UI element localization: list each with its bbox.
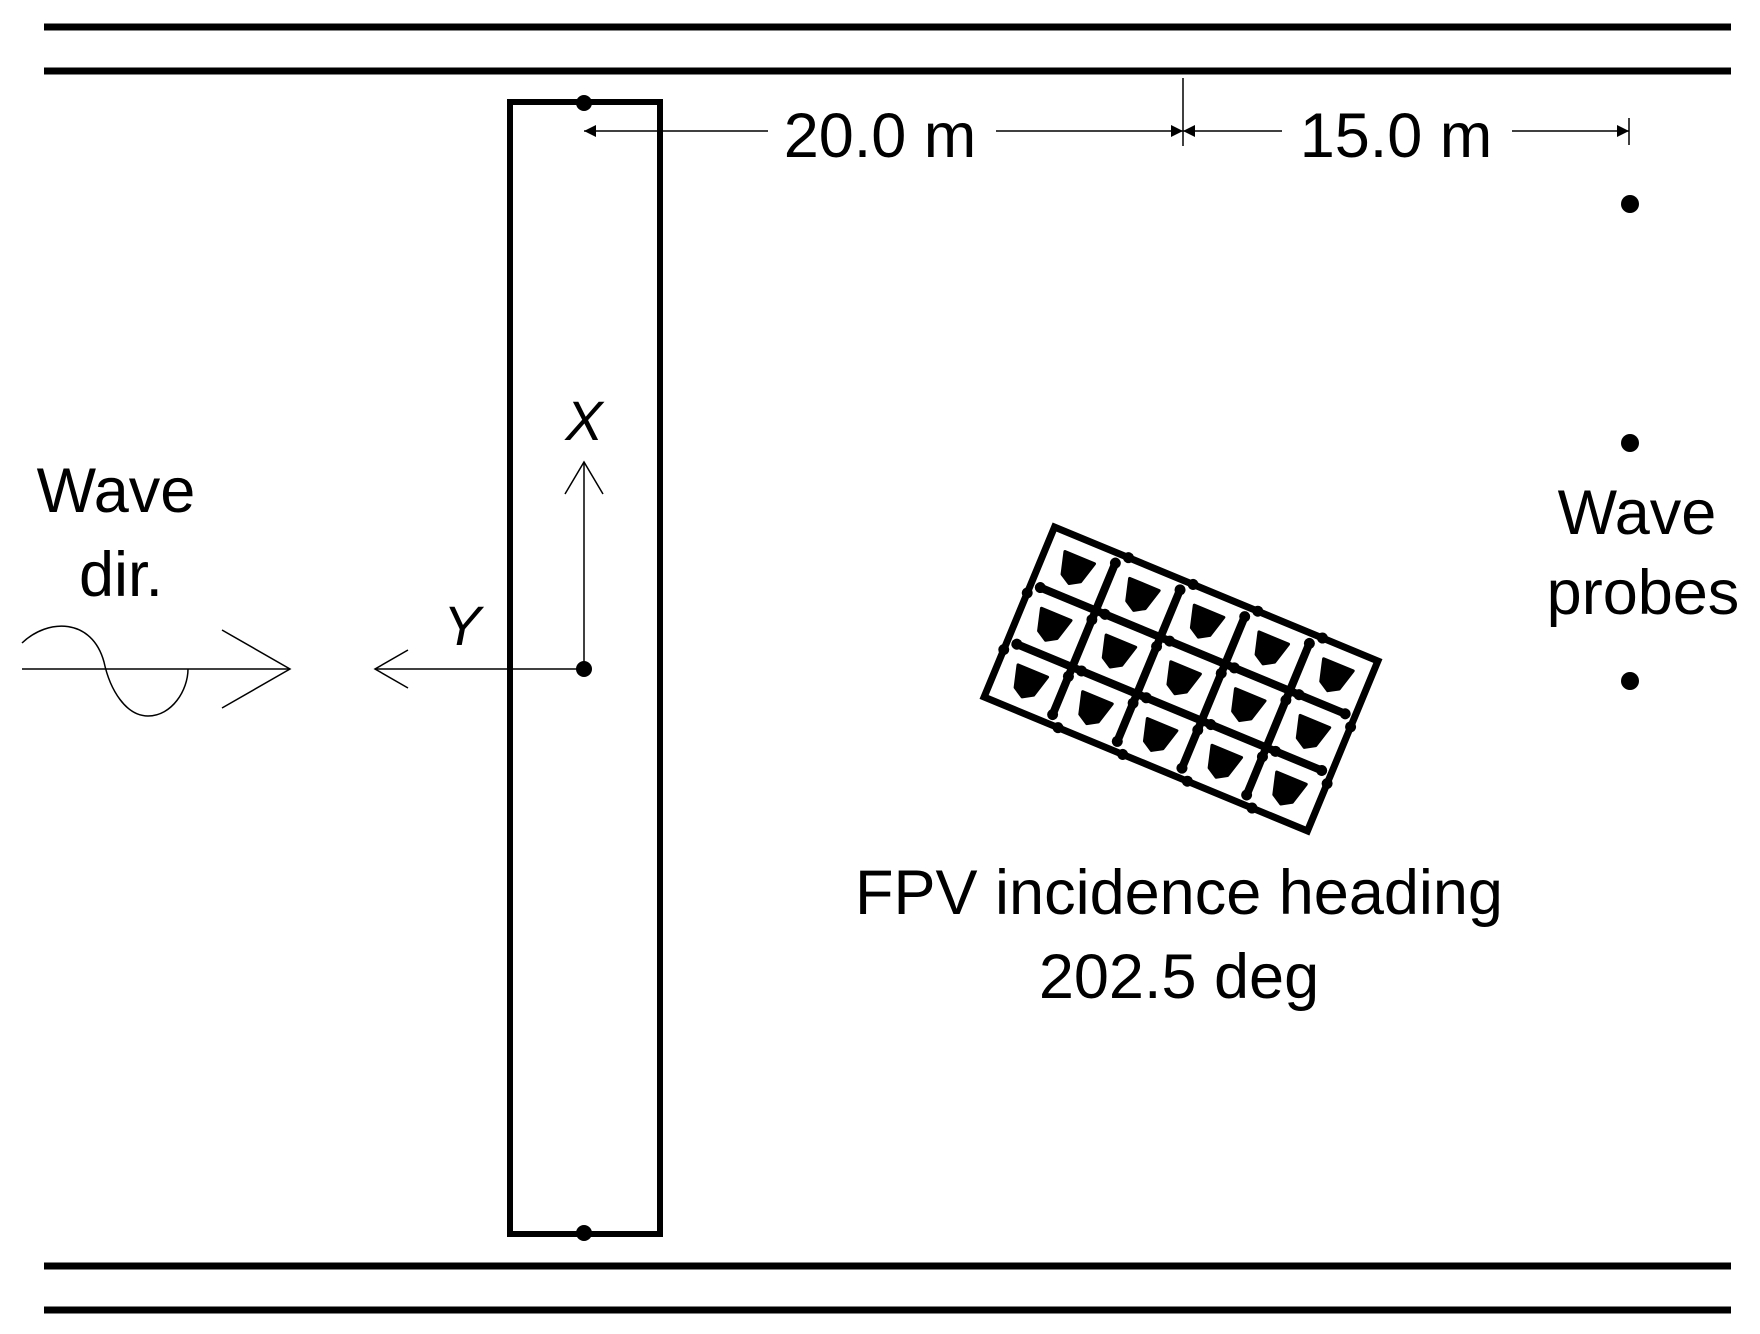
fpv-connector-node xyxy=(1192,724,1204,736)
fpv-connector-node xyxy=(1339,708,1351,720)
wave-direction-symbol xyxy=(21,625,292,717)
fpv-connector-node xyxy=(1239,611,1251,623)
fpv-connector-node xyxy=(1205,719,1217,731)
fpv-array xyxy=(979,522,1383,836)
fpv-connector-node xyxy=(1164,635,1176,647)
fpv-connector-node xyxy=(1228,662,1240,674)
fpv-connector-node xyxy=(1052,722,1064,734)
fpv-frame xyxy=(979,522,1383,836)
fpv-floater-module xyxy=(1272,770,1308,806)
fpv-connector-node xyxy=(1122,552,1134,564)
fpv-heading-label-line2: 202.5 deg xyxy=(1039,942,1319,1012)
fpv-connector-node xyxy=(1293,689,1305,701)
coordinate-axes xyxy=(373,460,604,689)
fpv-connector-node xyxy=(1117,748,1129,760)
fpv-grid-line-vertical xyxy=(1048,559,1120,718)
fpv-connector-node xyxy=(1345,721,1357,733)
y-axis-label: Y xyxy=(443,594,484,657)
wave-direction-label-line2: dir. xyxy=(79,540,163,610)
wave-sine-icon xyxy=(21,625,189,717)
wave-direction-arrowhead xyxy=(221,629,292,709)
fpv-connector-node xyxy=(1011,638,1023,650)
fpv-connector-node xyxy=(1075,665,1087,677)
fpv-connector-node xyxy=(1321,778,1333,790)
fpv-floater-module xyxy=(1142,716,1179,752)
fpv-connector-node xyxy=(1316,632,1328,644)
wave-probes-label-line1: Wave xyxy=(1558,478,1717,548)
fpv-connector-node xyxy=(1246,802,1258,814)
fpv-connector-node xyxy=(1174,584,1186,596)
tank-walls xyxy=(44,23,1731,1314)
fpv-connector-node xyxy=(1241,789,1253,801)
fpv-floater-module xyxy=(1231,687,1267,723)
x-axis-label: X xyxy=(563,389,605,452)
fpv-connector-node xyxy=(1021,587,1033,599)
dimension-15m-label: 15.0 m xyxy=(1300,101,1493,171)
fpv-floater-module xyxy=(1166,660,1202,696)
fpv-connector-node xyxy=(1047,709,1059,721)
wave-probe-2 xyxy=(1621,434,1639,452)
fpv-connector-node xyxy=(1187,578,1199,590)
fpv-connector-node xyxy=(1270,745,1282,757)
carriage-top-point xyxy=(576,95,592,111)
fpv-connector-node xyxy=(1280,694,1292,706)
fpv-connector-node xyxy=(1303,637,1315,649)
fpv-floater-module xyxy=(1060,550,1097,586)
fpv-floater-module xyxy=(1037,606,1073,642)
fpv-floater-module xyxy=(1189,603,1226,639)
fpv-connector-node xyxy=(1109,557,1121,569)
fpv-connector-node xyxy=(1062,670,1074,682)
fpv-floater-module xyxy=(1125,576,1161,612)
fpv-floater-module xyxy=(1101,633,1138,669)
fpv-grid-line-vertical xyxy=(1112,586,1185,745)
fpv-connector-node xyxy=(1140,692,1152,704)
fpv-connector-node xyxy=(998,644,1010,656)
fpv-floater-module xyxy=(1295,713,1332,749)
fpv-connector-node xyxy=(1215,667,1227,679)
fpv-floater-module xyxy=(1254,630,1291,666)
fpv-heading-label-line1: FPV incidence heading xyxy=(855,858,1503,928)
wave-probes-label-line2: probes xyxy=(1547,558,1740,628)
dimension-line xyxy=(584,78,1630,146)
fpv-connector-node xyxy=(1086,614,1098,626)
fpv-grid-line-vertical xyxy=(1177,613,1250,772)
fpv-connector-node xyxy=(1181,775,1193,787)
fpv-floater-module xyxy=(1078,690,1114,726)
fpv-floater-module xyxy=(1207,743,1244,779)
fpv-grid-line-vertical xyxy=(1242,640,1314,799)
wave-probe-3 xyxy=(1621,672,1639,690)
fpv-connector-node xyxy=(1034,582,1046,594)
fpv-connector-node xyxy=(1252,605,1264,617)
y-axis-arrowhead xyxy=(373,649,409,689)
x-axis-arrowhead xyxy=(564,460,604,495)
fpv-connector-node xyxy=(1099,608,1111,620)
fpv-connector-node xyxy=(1127,697,1139,709)
fpv-floater-module xyxy=(1013,663,1050,699)
fpv-connector-node xyxy=(1111,735,1123,747)
dimension-20m-label: 20.0 m xyxy=(784,101,977,171)
fpv-connector-node xyxy=(1176,762,1188,774)
fpv-floater-module xyxy=(1319,657,1355,693)
carriage-bottom-point xyxy=(576,1225,592,1241)
fpv-connector-node xyxy=(1256,751,1268,763)
wave-direction-label-line1: Wave xyxy=(37,456,196,526)
fpv-connector-node xyxy=(1316,764,1328,776)
fpv-connector-node xyxy=(1151,641,1163,653)
wave-probe-1 xyxy=(1621,195,1639,213)
